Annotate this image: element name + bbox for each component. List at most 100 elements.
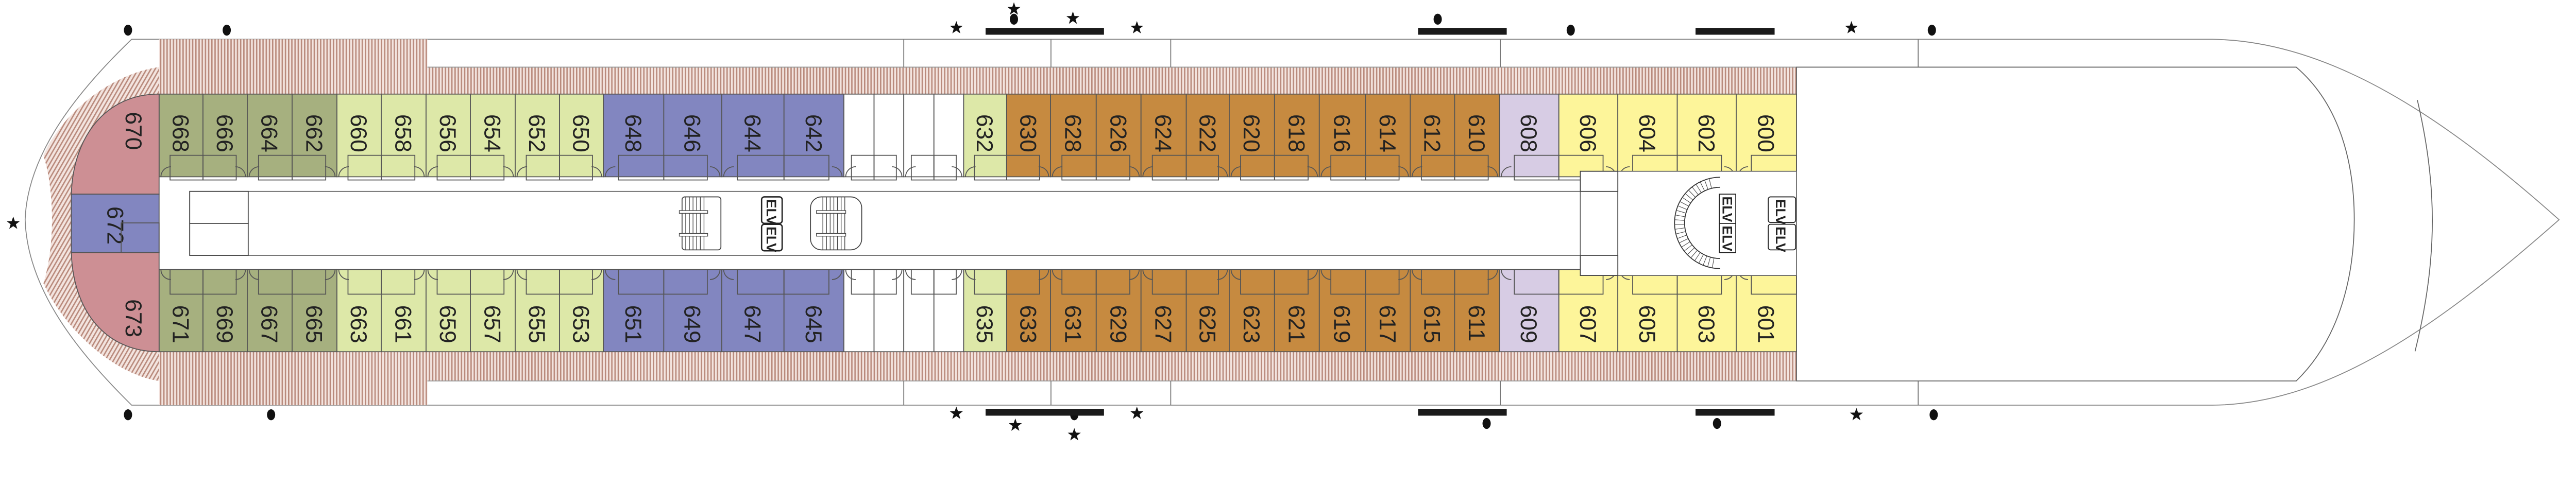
cabin-648[interactable]: 648 [603, 93, 665, 181]
cabin-657[interactable]: 657 [470, 269, 516, 353]
cabin-number: 606 [1575, 114, 1600, 152]
cabin-621[interactable]: 621 [1274, 269, 1320, 353]
cabin-607[interactable]: 607 [1558, 269, 1619, 353]
cabin-650[interactable]: 650 [559, 93, 604, 181]
cabin-654[interactable]: 654 [470, 93, 516, 181]
cabin-622[interactable]: 622 [1185, 93, 1230, 181]
forward-elevators-right[interactable]: ELV ELV [1768, 196, 1797, 252]
cabin-603[interactable]: 603 [1676, 269, 1737, 353]
cabin-number: 635 [972, 305, 997, 343]
cabin-646[interactable]: 646 [663, 93, 722, 181]
cabin-647[interactable]: 647 [721, 269, 785, 353]
bathroom [1185, 154, 1219, 181]
cabin-shape [1365, 93, 1411, 178]
cabin-645[interactable]: 645 [783, 269, 844, 353]
cabin-608[interactable]: 608 [1499, 93, 1560, 181]
cabin-number: 655 [524, 305, 549, 343]
cabin-651[interactable]: 651 [603, 269, 665, 353]
cabin-630[interactable]: 630 [1006, 93, 1051, 181]
cabin-626[interactable]: 626 [1095, 93, 1142, 181]
bathroom [1454, 269, 1489, 295]
cabin-667[interactable]: 667 [247, 269, 293, 353]
cabin-number: 652 [524, 114, 549, 152]
cabin-659[interactable]: 659 [426, 269, 471, 353]
cabin-642[interactable]: 642 [783, 93, 844, 181]
bathroom [1365, 269, 1400, 295]
forward-elevators-center[interactable]: ELV ELV [1719, 194, 1736, 253]
door-icon [1038, 166, 1049, 177]
cabin-602[interactable]: 602 [1676, 93, 1737, 181]
cabin-shape [903, 93, 935, 178]
cabin-number: 618 [1283, 114, 1309, 152]
cabin-617[interactable]: 617 [1365, 269, 1411, 353]
cabin-609[interactable]: 609 [1499, 269, 1560, 353]
cabin-611[interactable]: 611 [1454, 269, 1500, 353]
cabin-shape [1676, 269, 1737, 353]
cabin-668[interactable]: 668 [158, 93, 204, 181]
cabin-665[interactable]: 665 [292, 269, 337, 353]
cabin-616[interactable]: 616 [1318, 93, 1366, 181]
cabin-655[interactable]: 655 [515, 269, 560, 353]
door-icon [516, 166, 528, 177]
cabin-shape [1318, 269, 1366, 353]
cabin-627[interactable]: 627 [1140, 269, 1187, 353]
star-icon [950, 406, 963, 419]
cabin-652[interactable]: 652 [515, 93, 560, 181]
cabin-628[interactable]: 628 [1050, 93, 1097, 181]
cabin-number: 657 [480, 305, 505, 343]
aft-elevators[interactable]: ELV ELV [760, 196, 783, 252]
bathroom [292, 154, 327, 181]
cabin-629[interactable]: 629 [1095, 269, 1142, 353]
cabin-number: 605 [1634, 305, 1659, 343]
cabin-600[interactable]: 600 [1736, 93, 1797, 181]
cabin-shape [381, 93, 427, 178]
door-icon [1487, 269, 1498, 280]
cabin-664[interactable]: 664 [247, 93, 293, 181]
deck-band-top [427, 67, 1797, 94]
cabin-623[interactable]: 623 [1229, 269, 1275, 353]
cabin-610[interactable]: 610 [1454, 93, 1500, 181]
cabin-625[interactable]: 625 [1185, 269, 1230, 353]
bathroom [470, 269, 505, 295]
cabin-666[interactable]: 666 [202, 93, 248, 181]
cabin-601[interactable]: 601 [1736, 269, 1797, 353]
door-icon [965, 166, 976, 177]
cabin-660[interactable]: 660 [336, 93, 382, 181]
cabin-604[interactable]: 604 [1617, 93, 1678, 181]
cabin-644[interactable]: 644 [721, 93, 785, 181]
bathroom [783, 269, 829, 295]
cabin-624[interactable]: 624 [1140, 93, 1187, 181]
cabin-662[interactable]: 662 [292, 93, 337, 181]
cabin-614[interactable]: 614 [1365, 93, 1411, 181]
cabin-612[interactable]: 612 [1410, 93, 1455, 181]
cabin-619[interactable]: 619 [1318, 269, 1366, 353]
cabin-618[interactable]: 618 [1274, 93, 1320, 181]
cabin-606[interactable]: 606 [1558, 93, 1619, 181]
cabin-671[interactable]: 671 [158, 269, 204, 353]
door-icon [503, 269, 514, 280]
bathroom [1185, 269, 1219, 295]
cabin-number: 654 [480, 114, 505, 152]
cabin-669[interactable]: 669 [202, 269, 248, 353]
door-icon [952, 269, 962, 280]
cabin-672[interactable]: 672 [71, 194, 160, 253]
bathroom [1095, 269, 1130, 295]
cabin-number: 660 [346, 114, 371, 152]
cabin-656[interactable]: 656 [426, 93, 471, 181]
cabin-615[interactable]: 615 [1410, 269, 1455, 353]
cabin-649[interactable]: 649 [663, 269, 722, 353]
cabin-658[interactable]: 658 [381, 93, 427, 181]
cabin-632[interactable]: 632 [963, 93, 1007, 181]
cabin-635[interactable]: 635 [963, 269, 1007, 353]
cabin-number: 658 [391, 114, 416, 152]
cabin-620[interactable]: 620 [1229, 93, 1275, 181]
star-icon [1130, 406, 1144, 419]
cabin-670[interactable]: 670 [71, 93, 160, 195]
cabin-661[interactable]: 661 [381, 269, 427, 353]
cabin-653[interactable]: 653 [559, 269, 604, 353]
cabin-631[interactable]: 631 [1050, 269, 1097, 353]
cabin-605[interactable]: 605 [1617, 269, 1678, 353]
cabin-633[interactable]: 633 [1006, 269, 1051, 353]
cabin-663[interactable]: 663 [336, 269, 382, 353]
cabin-673[interactable]: 673 [71, 252, 160, 353]
